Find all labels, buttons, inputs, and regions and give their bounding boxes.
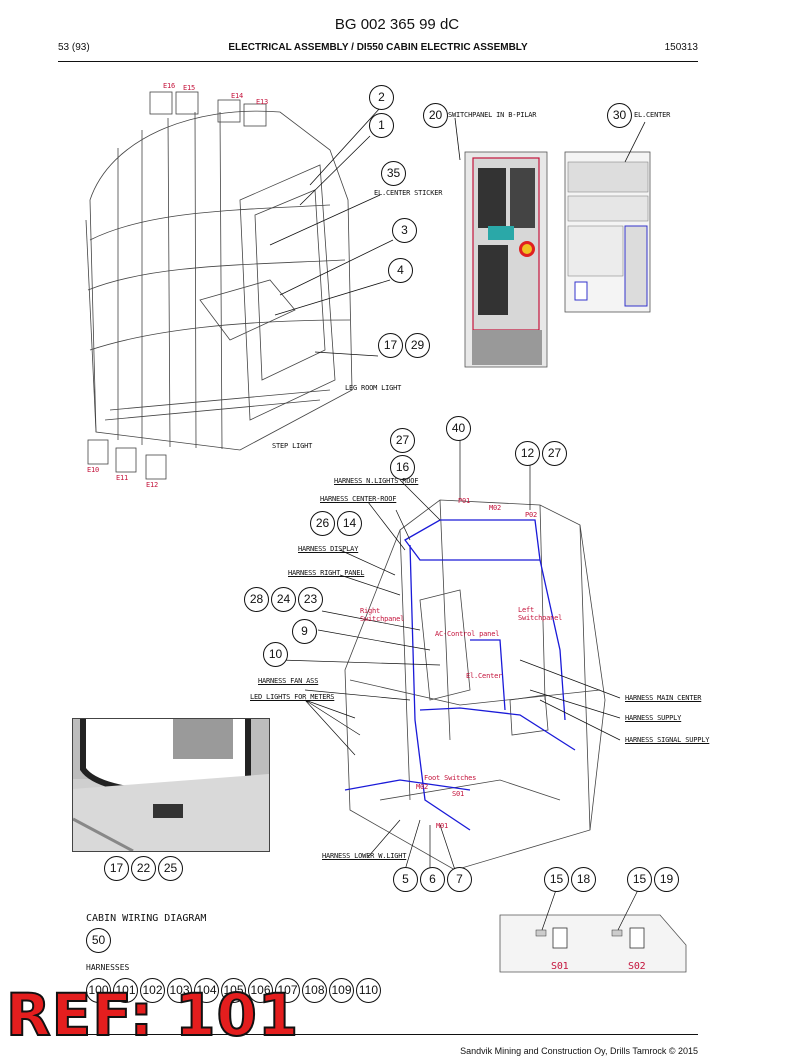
label-el-center: EL.CENTER — [634, 111, 671, 119]
callout-107[interactable]: 107 — [275, 978, 300, 1003]
header-row: 53 (93) ELECTRICAL ASSEMBLY / DI550 CABI… — [58, 42, 698, 56]
label-harness-fan-ass: HARNESS FAN ASS — [258, 677, 319, 685]
callout-25[interactable]: 25 — [158, 856, 183, 881]
callout-23[interactable]: 23 — [298, 587, 323, 612]
label-harness-signal-supply: HARNESS SIGNAL SUPPLY — [625, 736, 710, 744]
label-e11: E11 — [116, 474, 129, 482]
label-s02-plate: S02 — [628, 961, 646, 972]
label-led-lights-for-meters: LED LIGHTS FOR METERS — [250, 693, 335, 701]
label-p02: P02 — [525, 511, 538, 519]
upper-cabin-drawing — [85, 91, 353, 480]
label-leg-room-light: LEG ROOM LIGHT — [345, 384, 402, 392]
callout-19[interactable]: 19 — [654, 867, 679, 892]
switchpanel-drawing — [454, 117, 548, 368]
callout-22[interactable]: 22 — [131, 856, 156, 881]
callout-9[interactable]: 9 — [292, 619, 317, 644]
lower-leader-lines — [279, 440, 621, 871]
label-m01: M01 — [436, 822, 449, 830]
label-p01: P01 — [458, 497, 471, 505]
callout-101[interactable]: 101 — [113, 978, 138, 1003]
label-ac-control-panel: AC-Control panel — [435, 630, 500, 638]
label-harness-supply: HARNESS SUPPLY — [625, 714, 682, 722]
label-m02: M02 — [489, 504, 502, 512]
document-date: 150313 — [664, 42, 698, 53]
callout-100[interactable]: 100 — [86, 978, 111, 1003]
callout-40[interactable]: 40 — [446, 416, 471, 441]
lower-cabin-drawing — [344, 499, 606, 871]
callout-50[interactable]: 50 — [86, 928, 111, 953]
callout-30[interactable]: 30 — [607, 103, 632, 128]
label-left-switchpanel: Left Switchpanel — [518, 606, 563, 622]
callout-5[interactable]: 5 — [393, 867, 418, 892]
callout-6[interactable]: 6 — [420, 867, 445, 892]
callout-3[interactable]: 3 — [392, 218, 417, 243]
label-harness-n-lights-roof: HARNESS N.LIGHTS ROOF — [334, 477, 419, 485]
callout-4[interactable]: 4 — [388, 258, 413, 283]
label-m02-floor: M02 — [416, 783, 429, 791]
callout-109[interactable]: 109 — [329, 978, 354, 1003]
callout-108[interactable]: 108 — [302, 978, 327, 1003]
header-rule — [58, 61, 698, 62]
label-harness-display: HARNESS DISPLAY — [298, 545, 359, 553]
upper-leader-lines — [269, 107, 394, 357]
document-number: BG 002 365 99 dC — [334, 16, 460, 33]
callout-7[interactable]: 7 — [447, 867, 472, 892]
callout-27-right[interactable]: 27 — [542, 441, 567, 466]
callout-15[interactable]: 15 — [544, 867, 569, 892]
callout-1[interactable]: 1 — [369, 113, 394, 138]
label-foot-switches: Foot Switches — [424, 774, 477, 782]
label-harness-center-roof: HARNESS CENTER-ROOF — [320, 495, 397, 503]
label-e13: E13 — [256, 98, 269, 106]
callout-20[interactable]: 20 — [423, 103, 448, 128]
foot-area-photo — [72, 718, 270, 852]
section-harnesses: HARNESSES — [86, 963, 130, 972]
callout-28[interactable]: 28 — [244, 587, 269, 612]
callout-10[interactable]: 10 — [263, 642, 288, 667]
callout-14[interactable]: 14 — [337, 511, 362, 536]
callout-12[interactable]: 12 — [515, 441, 540, 466]
callout-15-right[interactable]: 15 — [627, 867, 652, 892]
callout-103[interactable]: 103 — [167, 978, 192, 1003]
ref-overlay-label: REF: 101 — [5, 981, 300, 1049]
callout-24[interactable]: 24 — [271, 587, 296, 612]
callout-105[interactable]: 105 — [221, 978, 246, 1003]
label-s01-floor: S01 — [452, 790, 465, 798]
label-e14: E14 — [231, 92, 244, 100]
footer-copyright: Sandvik Mining and Construction Oy, Dril… — [460, 1046, 698, 1056]
callout-106[interactable]: 106 — [248, 978, 273, 1003]
label-harness-lower-w-light: HARNESS LOWER W.LIGHT — [322, 852, 407, 860]
label-harness-main-center: HARNESS MAIN CENTER — [625, 694, 702, 702]
callout-17-photo[interactable]: 17 — [104, 856, 129, 881]
label-harness-right-panel: HARNESS RIGHT PANEL — [288, 569, 365, 577]
label-switchpanel-b-pilar: SWITCHPANEL IN B-PILAR — [448, 111, 537, 119]
foot-switch-plate-drawing — [499, 889, 687, 973]
callout-27[interactable]: 27 — [390, 428, 415, 453]
el-center-drawing — [564, 121, 651, 313]
label-step-light: STEP LIGHT — [272, 442, 313, 450]
label-e16: E16 — [163, 82, 176, 90]
section-cabin-wiring-diagram: CABIN WIRING DIAGRAM — [86, 913, 207, 924]
callout-18[interactable]: 18 — [571, 867, 596, 892]
callout-2[interactable]: 2 — [369, 85, 394, 110]
page-number: 53 (93) — [58, 42, 90, 53]
footer-rule — [58, 1034, 698, 1035]
label-e15: E15 — [183, 84, 196, 92]
callout-26[interactable]: 26 — [310, 511, 335, 536]
callout-35[interactable]: 35 — [381, 161, 406, 186]
callout-16[interactable]: 16 — [390, 455, 415, 480]
callout-17[interactable]: 17 — [378, 333, 403, 358]
callout-29[interactable]: 29 — [405, 333, 430, 358]
harness-routing — [344, 519, 576, 831]
label-el-center-sticker: EL.CENTER STICKER — [374, 189, 443, 197]
label-s01-plate: S01 — [551, 961, 569, 972]
label-right-switchpanel: Right Switchpanel — [360, 607, 405, 623]
label-e10: E10 — [87, 466, 100, 474]
page-title: ELECTRICAL ASSEMBLY / DI550 CABIN ELECTR… — [228, 42, 528, 53]
callout-104[interactable]: 104 — [194, 978, 219, 1003]
callout-102[interactable]: 102 — [140, 978, 165, 1003]
label-el-center-red: El.Center — [466, 672, 503, 680]
callout-110[interactable]: 110 — [356, 978, 381, 1003]
label-e12: E12 — [146, 481, 159, 489]
